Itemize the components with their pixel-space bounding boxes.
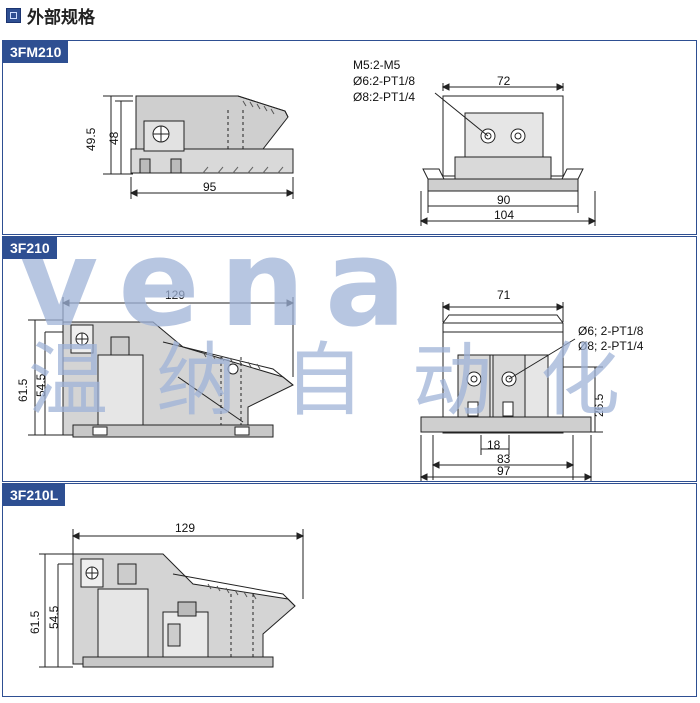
dim-height-inner: 54.5 <box>34 373 48 397</box>
drawing-3f210: 129 61.5 54.5 71 26.5 18 83 97 Ø6; 2-PT1… <box>16 288 644 481</box>
callout-line-3: Ø8:2-PT1/4 <box>353 90 415 104</box>
panel-3f210l: 3F210L 129 6 <box>2 483 697 697</box>
panel-label: 3F210L <box>3 484 66 506</box>
panel-3fm210: 3FM210 <box>2 40 697 235</box>
drawing-3f210l: 129 61.5 54.5 <box>28 521 305 668</box>
side-view-3fm210 <box>103 95 295 199</box>
panel-label: 3F210 <box>3 237 57 259</box>
dim-total-width: 104 <box>494 208 514 222</box>
drawing-3fm210: 49.5 48 95 72 90 104 M5:2-M5 Ø6:2-PT1/8 … <box>84 58 597 226</box>
section-icon <box>6 7 21 23</box>
dim-port-height: 26.5 <box>592 393 606 417</box>
dim-top-width: 72 <box>497 74 511 88</box>
front-view-3f210 <box>419 302 603 481</box>
dim-length: 129 <box>175 521 195 535</box>
dim-top-width: 71 <box>497 288 511 302</box>
dim-total-width: 97 <box>497 464 511 478</box>
dim-height-outer: 61.5 <box>28 610 42 634</box>
dim-height-inner: 54.5 <box>47 605 61 629</box>
callout-line-1: M5:2-M5 <box>353 58 401 72</box>
dim-length: 95 <box>203 180 217 194</box>
side-view-3f210 <box>28 297 295 438</box>
dim-base-width: 90 <box>497 193 511 207</box>
dim-height-outer: 49.5 <box>84 127 98 151</box>
dim-port-spacing: 18 <box>487 438 501 452</box>
callout-line-1: Ø6; 2-PT1/8 <box>578 324 644 338</box>
section-title: 外部规格 <box>27 7 95 28</box>
dim-length: 129 <box>165 288 185 302</box>
panel-3f210: 3F210 <box>2 236 697 482</box>
panel-label: 3FM210 <box>3 41 69 63</box>
front-view-3fm210 <box>419 83 597 226</box>
callout-line-2: Ø6:2-PT1/8 <box>353 74 415 88</box>
callout-line-2: Ø8; 2-PT1/4 <box>578 339 644 353</box>
section-header: 外部规格 <box>6 2 95 28</box>
dim-height-inner: 48 <box>107 131 121 145</box>
dim-height-outer: 61.5 <box>16 378 30 402</box>
dim-base-width: 83 <box>497 452 511 466</box>
side-view-3f210l <box>39 529 305 668</box>
